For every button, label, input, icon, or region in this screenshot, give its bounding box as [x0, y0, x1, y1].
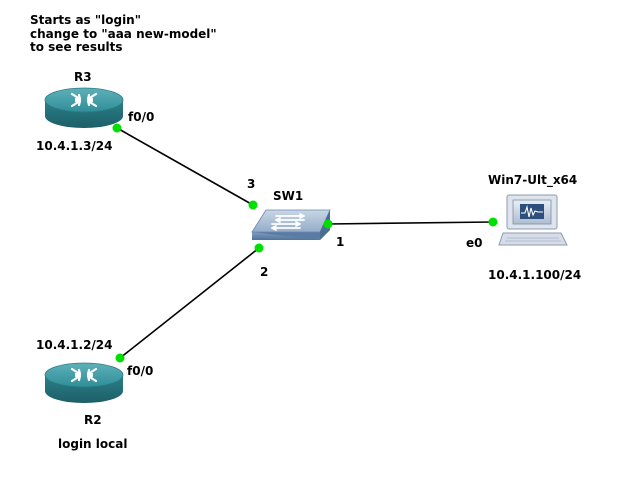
r3-port-label: f0/0	[128, 110, 155, 124]
note-line: to see results	[30, 40, 123, 54]
router-arrows-icon	[70, 92, 98, 108]
r3-hostname: R3	[74, 70, 92, 84]
r2-hostname: R2	[84, 413, 102, 427]
pc-port-label: e0	[466, 236, 483, 250]
router-r3[interactable]	[44, 87, 124, 128]
port-dot-r3-f0-0	[112, 123, 122, 133]
sw1-hostname: SW1	[273, 189, 304, 203]
port-dot-sw1-2	[254, 243, 264, 253]
sw1-port-3-label: 3	[247, 177, 256, 191]
r2-ip-address: 10.4.1.2/24	[36, 338, 113, 352]
port-dot-sw1-1	[323, 219, 333, 229]
note-line: Starts as "login"	[30, 13, 141, 27]
router-r2[interactable]	[44, 362, 124, 403]
pc-ip-address: 10.4.1.100/24	[488, 268, 582, 282]
pc-hostname: Win7-Ult_x64	[488, 173, 578, 187]
port-dot-pc-e0	[488, 217, 498, 227]
links	[116, 127, 494, 359]
r3-ip-address: 10.4.1.3/24	[36, 139, 113, 153]
monitor-graph-icon	[521, 204, 543, 218]
r2-port-label: f0/0	[127, 364, 154, 378]
switch-sw1[interactable]	[251, 209, 331, 240]
link-r3-sw1[interactable]	[116, 127, 254, 206]
port-dot-sw1-3	[248, 200, 258, 210]
note-line: change to "aaa new-model"	[30, 26, 217, 41]
port-dot-r2-f0-0	[115, 353, 125, 363]
annotation-note: Starts as "login" change to "aaa new-mod…	[30, 13, 217, 55]
sw1-port-1-label: 1	[336, 235, 345, 249]
sw1-port-2-label: 2	[260, 265, 269, 279]
link-r2-sw1[interactable]	[119, 247, 260, 359]
r2-auth-note: login local	[58, 437, 128, 451]
router-arrows-icon	[70, 367, 98, 383]
workstation-pc[interactable]	[498, 194, 568, 246]
link-sw1-pc[interactable]	[327, 221, 494, 225]
port-indicators	[112, 123, 498, 363]
switch-arrows-icon	[271, 213, 305, 231]
